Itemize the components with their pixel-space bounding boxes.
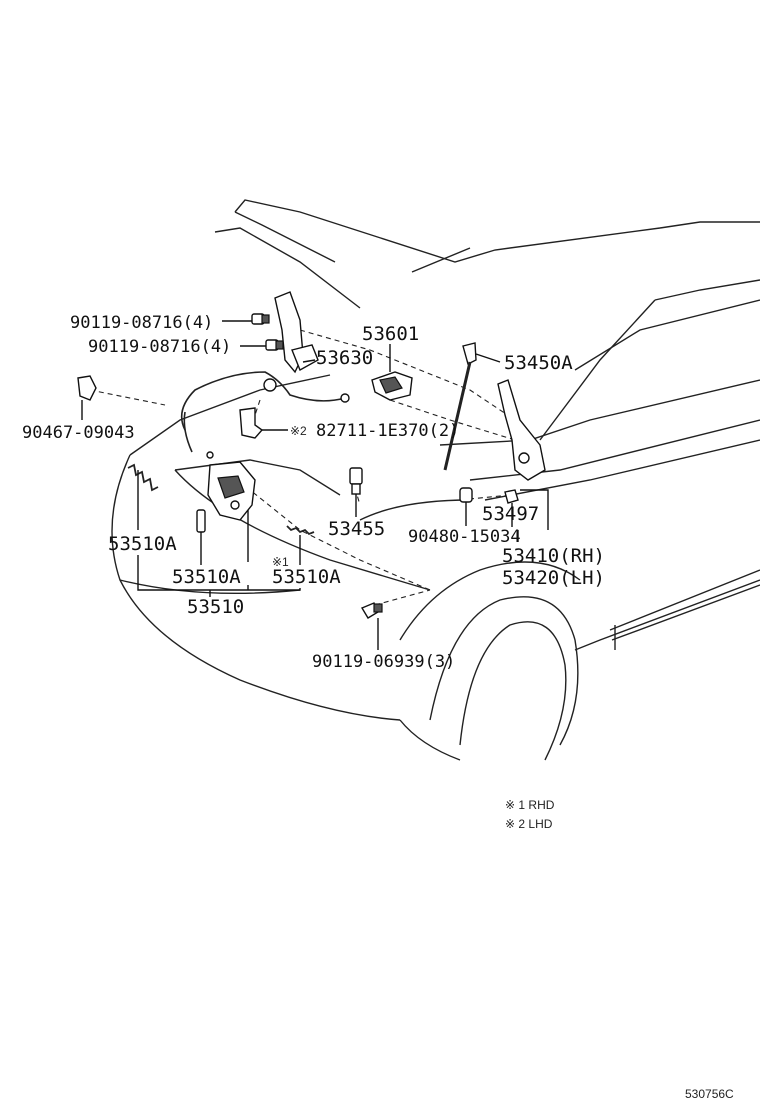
label-bumper-cushion: 53455 (328, 518, 385, 540)
drawing-code: 530756C (685, 1087, 734, 1101)
parts (77, 291, 546, 619)
hood-support-icon (443, 342, 477, 471)
label-hood-support: 53450A (504, 352, 573, 374)
legend: ※ 1 RHD ※ 2 LHD (505, 798, 555, 831)
label-lhd-mark: ※2 (290, 424, 307, 438)
bolt-lower-icon (265, 339, 284, 351)
label-rhd-mark: ※1 (272, 555, 289, 569)
car-body-outline (111, 199, 760, 761)
reference-dashes (89, 329, 516, 606)
bottom-screw-icon (360, 602, 383, 619)
spring-center-icon (196, 509, 206, 533)
label-cable-clip: 82711-1E370(2) (316, 421, 459, 441)
label-lock-left: 53510A (108, 533, 177, 555)
label-hinge-bolt: 53497 (482, 503, 539, 525)
hood-hinge-icon (497, 379, 546, 481)
hinge-bolt-icon (504, 489, 519, 504)
release-cable-icon (180, 371, 346, 431)
spring-right-icon (286, 525, 315, 536)
legend-note-rhd: ※ 1 RHD (505, 798, 555, 812)
label-grommet: 90480-15034 (408, 527, 521, 547)
part-labels: 90119-08716(4) 90119-08716(4) 90467-0904… (22, 313, 605, 672)
label-lock-center: 53510A (172, 566, 241, 588)
hood-lock-icon (207, 461, 256, 521)
label-bolt-upper: 90119-08716(4) (70, 313, 213, 333)
spring-left-icon (127, 463, 159, 492)
grommet-icon (459, 487, 473, 503)
release-bracket-icon (274, 291, 319, 374)
legend-note-lhd: ※ 2 LHD (505, 817, 553, 831)
release-lever-icon (371, 371, 413, 401)
clip-left-icon (77, 375, 97, 401)
label-clip-left: 90467-09043 (22, 423, 135, 443)
label-hinge-rh: 53410(RH) (502, 545, 605, 567)
cable-clip-icon (239, 407, 264, 439)
label-release-lever: 53601 (362, 323, 419, 345)
label-release-cable: 53630 (316, 347, 373, 369)
label-lock-right: 53510A (272, 566, 341, 588)
label-hinge-lh: 53420(LH) (502, 567, 605, 589)
label-bottom-screw: 90119-06939(3) (312, 652, 455, 672)
leader-lines (81, 320, 549, 650)
label-lock-assy: 53510 (187, 596, 244, 618)
bumper-cushion-icon (349, 467, 363, 495)
label-bolt-lower: 90119-08716(4) (88, 337, 231, 357)
bolt-upper-icon (251, 313, 270, 325)
